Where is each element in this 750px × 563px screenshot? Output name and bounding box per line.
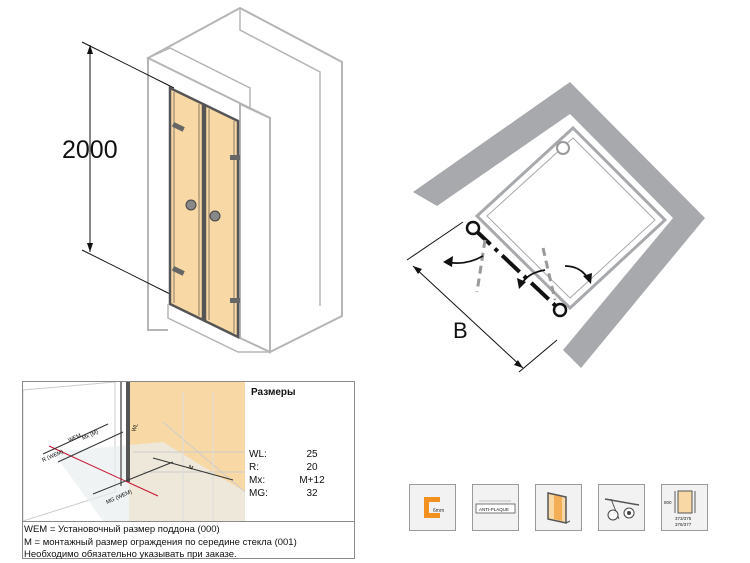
- glass-thickness-icon: 6mm: [424, 497, 444, 518]
- installation-detail: R (WEM) WEM Mx (M) MG (WEM) WL M: [23, 382, 245, 521]
- dimensions-panel: R (WEM) WEM Mx (M) MG (WEM) WL M Размеры…: [22, 381, 355, 562]
- label-wl: WL: [131, 423, 139, 433]
- drain-icon: [556, 141, 570, 155]
- isometric-shower-view: 2000: [62, 6, 343, 354]
- plan-view: B: [406, 82, 705, 373]
- door-knob: [185, 199, 197, 211]
- door-line: [471, 226, 562, 312]
- feature-hinge-fitting: [598, 484, 645, 531]
- label-wem: WEM: [67, 433, 82, 444]
- hinge-fitting-icon: [604, 498, 640, 521]
- door-knob: [209, 210, 221, 222]
- svg-text:373/375: 373/375: [675, 516, 692, 521]
- width-label: B: [453, 318, 468, 343]
- dimension-row: MG:32: [249, 488, 318, 499]
- shower-tray: [474, 125, 668, 311]
- svg-text:376/377: 376/377: [675, 522, 692, 527]
- note-line: M = монтажный размер ограждения по серед…: [24, 536, 297, 548]
- anti-plaque-icon: ANTI-PLAQUE: [475, 500, 516, 514]
- svg-text:800: 800: [664, 500, 672, 505]
- dimension-row: R:20: [249, 462, 318, 473]
- notes: WEM = Установочный размер поддона (000) …: [23, 521, 355, 562]
- note-line: WEM = Установочный размер поддона (000): [24, 524, 220, 535]
- dimension-row: Mx:M+12: [249, 475, 325, 486]
- feature-height-adjust: 800 373/375 376/377: [661, 484, 708, 531]
- plan-wall: [413, 82, 705, 368]
- dimensions-title: Размеры: [251, 387, 296, 398]
- label-m: M: [187, 464, 194, 472]
- height-adjust-icon: 800 373/375 376/377: [664, 490, 696, 527]
- svg-text:6mm: 6mm: [433, 508, 444, 514]
- svg-text:ANTI-PLAQUE: ANTI-PLAQUE: [479, 507, 509, 512]
- height-label: 2000: [62, 136, 118, 164]
- glass-panel-right: [203, 103, 240, 339]
- folding-door-icon: [547, 492, 571, 524]
- feature-folding-door: [535, 484, 582, 531]
- side-wall: [239, 102, 271, 354]
- feature-glass-thickness: 6mm: [409, 484, 456, 531]
- note-line: Необходимо обязательно указывать при зак…: [24, 549, 237, 560]
- dimension-row: WL:25: [249, 449, 318, 460]
- feature-anti-plaque: ANTI-PLAQUE: [472, 484, 519, 531]
